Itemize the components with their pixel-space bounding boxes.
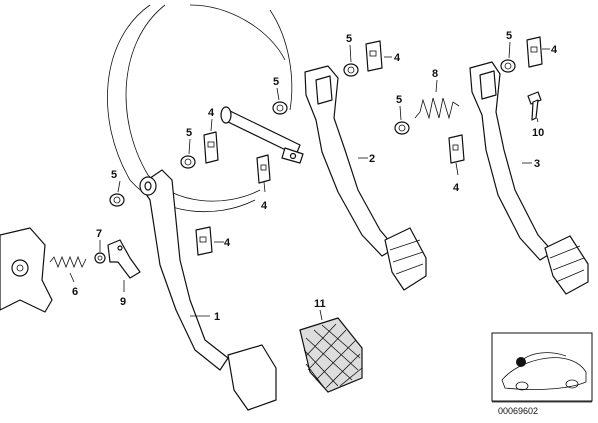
clip-4f [526,36,543,68]
pedal-pad-11 [299,317,363,393]
left-bracket [0,227,53,313]
callout-11: 11 [314,298,326,310]
locator-marker-dot [516,357,526,367]
callout-5e: 5 [396,94,402,106]
brake-pedal [304,65,427,291]
bushing-5f [500,59,516,73]
callout-8: 8 [432,68,438,80]
bushing-5a [109,193,125,207]
callout-4b: 4 [261,200,268,212]
reference-number: 00069602 [498,406,538,416]
callout-4f: 4 [551,44,558,56]
callout-4e: 4 [453,182,460,194]
clip-4c [195,226,213,256]
callout-5f: 5 [506,30,512,42]
bushing-5e [394,121,410,135]
callout-4d: 4 [394,52,401,64]
vehicle-locator-inset [491,332,593,403]
callout-3: 3 [534,158,540,170]
pivot-shaft [220,106,304,164]
callout-5b: 5 [186,127,192,139]
second-pedal [469,61,589,295]
spring-6 [49,255,87,269]
bushing-5b [180,155,196,169]
callout-4a: 4 [208,107,215,119]
washer-7 [94,252,106,264]
bushing-5c [272,101,288,115]
callout-10: 10 [532,127,544,139]
callout-2: 2 [369,153,375,165]
bushing-5d [343,63,359,77]
callout-5c: 5 [273,76,279,88]
clip-4d [365,40,383,72]
clip-4e [448,134,465,164]
spring-8 [414,97,460,120]
callout-5a: 5 [111,169,117,181]
bolt-10 [527,91,542,121]
callout-6: 6 [72,286,78,298]
clip-4a [203,131,219,164]
lever-9 [107,239,141,279]
clip-4b [256,154,271,184]
callout-1: 1 [214,311,220,323]
callout-7: 7 [96,228,102,240]
leader-lines [69,41,550,321]
callout-9: 9 [120,296,126,308]
callout-5d: 5 [346,33,352,45]
clutch-pedal [139,169,277,411]
callout-4c: 4 [224,237,231,249]
brake-booster-outline [107,4,293,213]
